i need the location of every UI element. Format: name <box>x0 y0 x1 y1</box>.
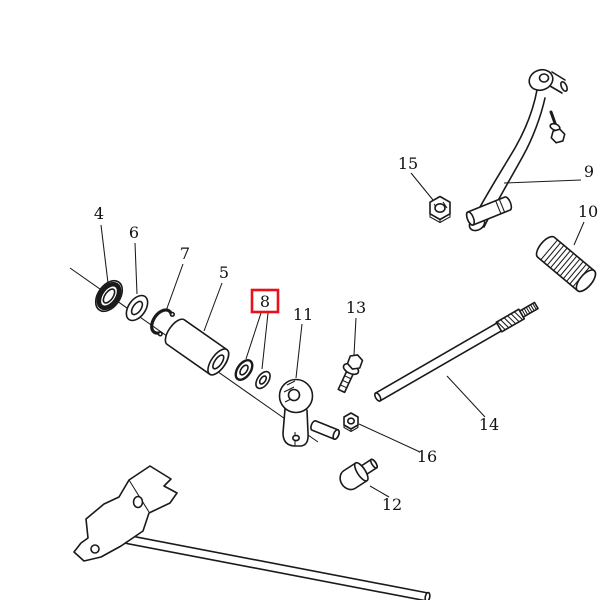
part-14-drawing <box>374 301 539 402</box>
callout-11[interactable]: 11 <box>293 305 313 324</box>
callout-8[interactable]: 8 <box>260 292 270 311</box>
part-11-drawing <box>278 378 340 447</box>
part-6-drawing <box>125 294 149 322</box>
callout-5[interactable]: 5 <box>219 263 229 282</box>
part-10-drawing <box>535 235 597 293</box>
part-5-drawing <box>164 318 230 376</box>
part-shift-shaft-drawing <box>73 465 431 600</box>
part-4-drawing <box>94 279 124 313</box>
part-8-drawing <box>234 359 271 390</box>
part-9-drawing <box>465 68 568 232</box>
callout-9[interactable]: 9 <box>584 162 594 181</box>
part-12-drawing <box>339 458 378 491</box>
callout-4[interactable]: 4 <box>94 204 104 223</box>
callout-10[interactable]: 10 <box>578 202 598 221</box>
callout-15[interactable]: 15 <box>398 154 418 173</box>
leader-lines <box>100 172 585 498</box>
callout-12[interactable]: 12 <box>382 495 402 514</box>
callout-16[interactable]: 16 <box>417 447 437 466</box>
part-16-drawing <box>343 412 359 433</box>
highlight-box <box>250 288 280 314</box>
callout-14[interactable]: 14 <box>479 415 499 434</box>
callout-labels: 4 6 7 5 8 11 13 15 9 10 14 16 12 <box>94 154 598 514</box>
callout-13[interactable]: 13 <box>346 298 366 317</box>
part-7-drawing <box>150 308 175 337</box>
callout-6[interactable]: 6 <box>129 223 139 242</box>
callout-7[interactable]: 7 <box>180 244 190 263</box>
part-15-drawing <box>429 195 451 224</box>
part-13-drawing <box>337 354 364 394</box>
